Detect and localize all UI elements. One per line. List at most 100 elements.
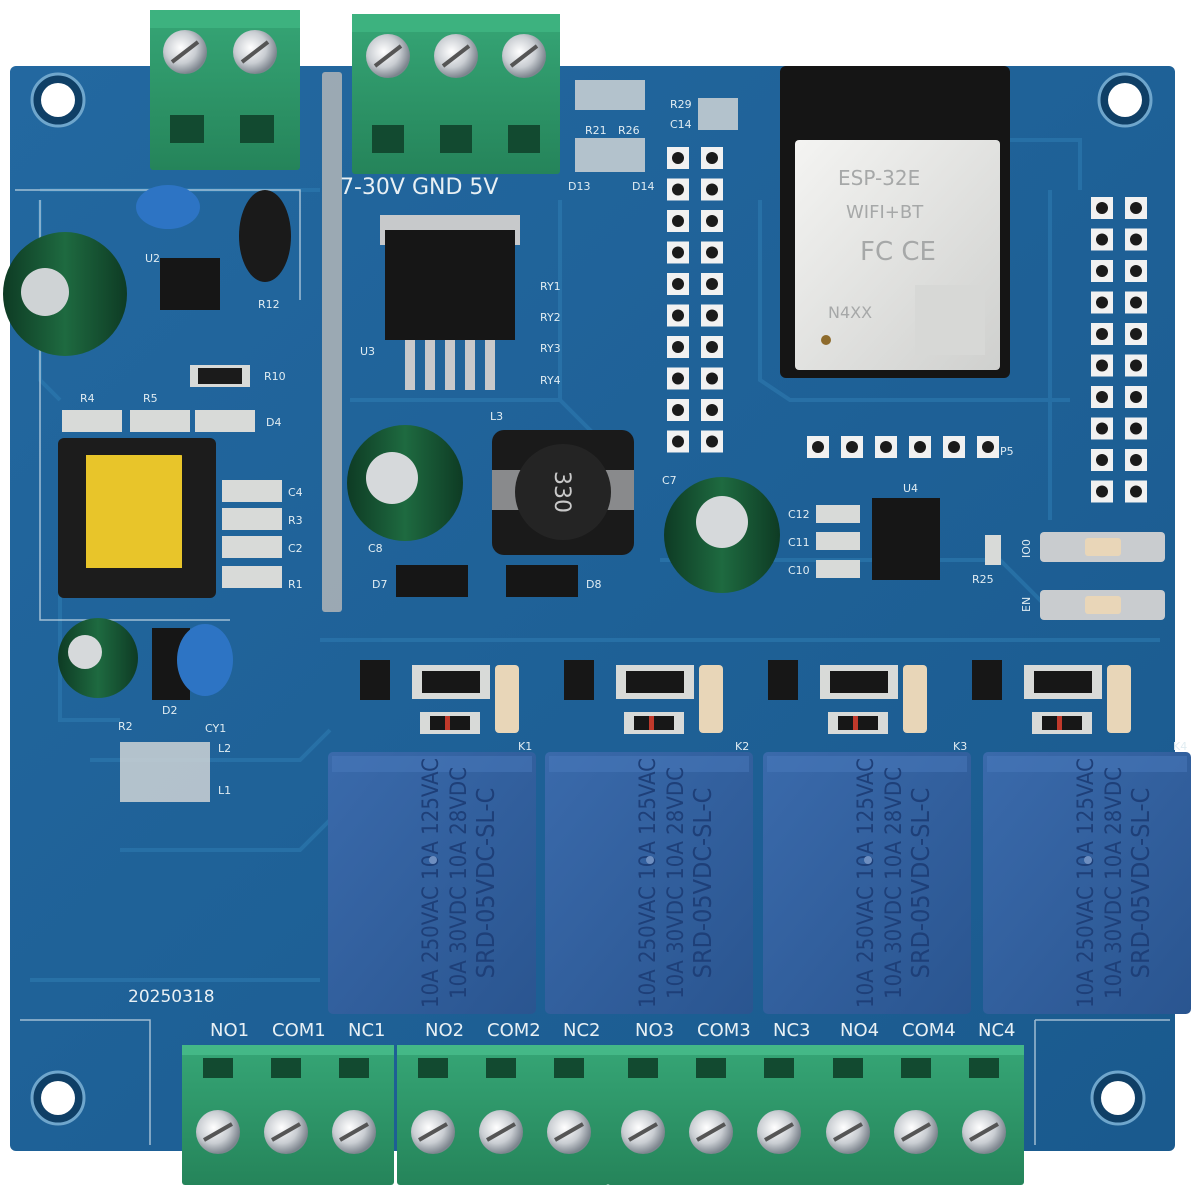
wire-entry — [969, 1058, 999, 1078]
terminal-no-label: NO1 — [210, 1020, 249, 1041]
isolation-slot — [322, 72, 342, 612]
terminal-no-label: NO3 — [635, 1020, 674, 1041]
ac-input-terminal — [150, 10, 300, 170]
relay-rating-text: 10A 250VAC 10A 125VAC — [419, 758, 444, 1008]
esp32-module: ESP-32E WIFI+BT FC CE N4XX — [780, 66, 1010, 378]
svg-text:L2: L2 — [218, 742, 231, 755]
svg-text:D8: D8 — [586, 578, 601, 591]
silkscreen-labels: U2 R12 R10 R4 R5 D4 C4 R3 C2 R1 C8 D7 D8… — [80, 98, 1033, 797]
terminal-block-1 — [182, 1045, 394, 1185]
svg-text:R25: R25 — [972, 573, 994, 586]
terminal-no-label: NO4 — [840, 1020, 879, 1041]
terminal-nc-label: NC4 — [978, 1020, 1016, 1041]
relay-id-label: K1 — [518, 740, 532, 753]
power-inductor: 330 — [492, 430, 634, 555]
terminal-block-3 — [607, 1045, 819, 1185]
relay-rating-text: SRD-05VDC-SL-C — [906, 788, 935, 979]
relay-rating-text: 10A 30VDC 10A 28VDC — [447, 767, 472, 999]
svg-text:C8: C8 — [368, 542, 383, 555]
svg-text:R29: R29 — [670, 98, 692, 111]
svg-text:C2: C2 — [288, 542, 303, 555]
relay-rating-text: 10A 30VDC 10A 28VDC — [664, 767, 689, 999]
svg-text:C10: C10 — [788, 564, 810, 577]
relay-rating-text: SRD-05VDC-SL-C — [1126, 788, 1155, 979]
relay-id-label: K2 — [735, 740, 749, 753]
wire-entry — [418, 1058, 448, 1078]
svg-text:R12: R12 — [258, 298, 280, 311]
ry-labels: RY1 RY2 RY3 RY4 — [540, 280, 561, 387]
terminal-com-label: COM1 — [272, 1020, 326, 1041]
wire-entry — [628, 1058, 658, 1078]
terminal-no-label: NO2 — [425, 1020, 464, 1041]
svg-text:P5: P5 — [1000, 445, 1014, 458]
svg-text:C14: C14 — [670, 118, 692, 131]
power-terminal-label: 7-30V GND 5V — [340, 175, 498, 200]
svg-text:L1: L1 — [218, 784, 231, 797]
terminal-nc-label: NC2 — [563, 1020, 601, 1041]
svg-text:IO0: IO0 — [1020, 539, 1033, 558]
svg-text:R1: R1 — [288, 578, 303, 591]
wire-entry — [339, 1058, 369, 1078]
relay-rating-text: SRD-05VDC-SL-C — [688, 788, 717, 979]
wire-entry — [833, 1058, 863, 1078]
electrolytic-caps — [3, 232, 780, 698]
terminal-com-label: COM4 — [902, 1020, 956, 1041]
svg-text:D14: D14 — [632, 180, 654, 193]
driver-capacitor — [903, 665, 927, 733]
transformer — [58, 438, 216, 598]
svg-text:D4: D4 — [266, 416, 281, 429]
smd-components — [62, 80, 1165, 802]
relay-rating-text: 10A 250VAC 10A 125VAC — [636, 758, 661, 1008]
driver-transistor — [768, 660, 798, 700]
relay-id-label: K3 — [953, 740, 967, 753]
svg-text:D7: D7 — [372, 578, 387, 591]
svg-text:R4: R4 — [80, 392, 95, 405]
wire-entry — [554, 1058, 584, 1078]
svg-text:R3: R3 — [288, 514, 303, 527]
relay-id-label: K4 — [1173, 740, 1187, 753]
pin-headers — [667, 147, 1147, 503]
relay-rating-text: 10A 30VDC 10A 28VDC — [1102, 767, 1127, 999]
svg-text:R21: R21 — [585, 124, 607, 137]
relay-driver-zones — [360, 660, 1131, 734]
terminal-nc-label: NC1 — [348, 1020, 386, 1041]
svg-text:CY1: CY1 — [205, 722, 226, 735]
driver-capacitor — [1107, 665, 1131, 733]
wire-entry — [764, 1058, 794, 1078]
svg-text:C12: C12 — [788, 508, 810, 521]
relay-rating-text: SRD-05VDC-SL-C — [471, 788, 500, 979]
esp32-sub-text: WIFI+BT — [846, 202, 924, 223]
u3-label: U3 — [360, 345, 375, 358]
svg-text:R26: R26 — [618, 124, 640, 137]
svg-text:RY3: RY3 — [540, 342, 561, 355]
date-code: 20250318 — [128, 987, 215, 1007]
c7-label: C7 — [662, 474, 677, 487]
wire-entry — [901, 1058, 931, 1078]
pcb-traces — [30, 138, 1160, 982]
output-terminal-blocks — [182, 1045, 1024, 1185]
wire-entry — [203, 1058, 233, 1078]
svg-text:C4: C4 — [288, 486, 303, 499]
relay-rating-text: 10A 250VAC 10A 125VAC — [854, 758, 879, 1008]
svg-text:RY4: RY4 — [540, 374, 561, 387]
svg-text:RY1: RY1 — [540, 280, 561, 293]
esp32-cert-text: FC CE — [860, 237, 936, 267]
driver-transistor — [564, 660, 594, 700]
inductor-label: 330 — [549, 471, 574, 513]
terminal-nc-label: NC3 — [773, 1020, 811, 1041]
terminal-block-4 — [812, 1045, 1024, 1185]
terminal-com-label: COM2 — [487, 1020, 541, 1041]
svg-text:U4: U4 — [903, 482, 918, 495]
driver-transistor — [360, 660, 390, 700]
esp32-model-text: ESP-32E — [838, 166, 920, 190]
esp32-code-text: N4XX — [828, 303, 872, 322]
driver-capacitor — [699, 665, 723, 733]
svg-text:C11: C11 — [788, 536, 810, 549]
relay-rating-text: 10A 250VAC 10A 125VAC — [1074, 758, 1099, 1008]
